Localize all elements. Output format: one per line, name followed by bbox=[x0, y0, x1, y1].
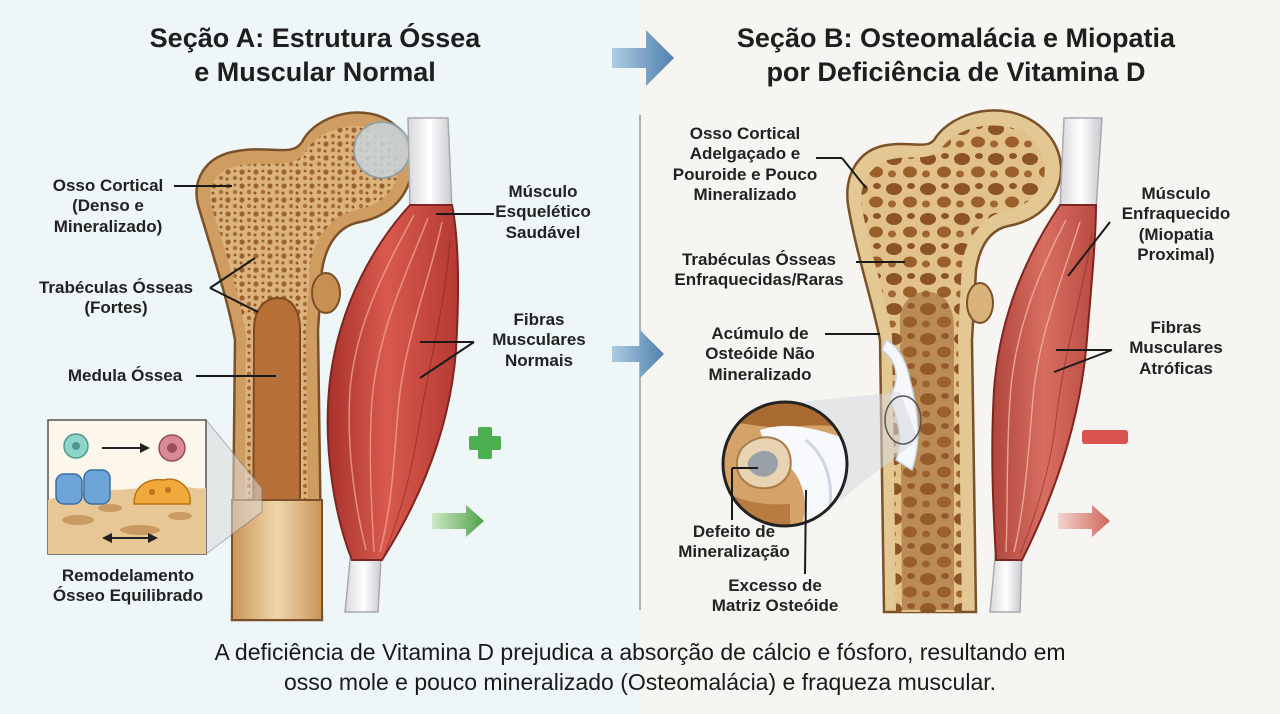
leader-lines bbox=[174, 157, 1113, 575]
transition-arrow-top-icon bbox=[612, 30, 674, 86]
osteomalacic-femur bbox=[846, 109, 1063, 614]
label-balanced-remodeling: Remodelamento Ósseo Equilibrado bbox=[52, 566, 204, 606]
label-osteoid-matrix-excess: Excesso de Matriz Osteóide bbox=[711, 576, 839, 616]
transition-arrow-mid-icon bbox=[612, 330, 664, 378]
label-healthy-muscle: Músculo Esquelético Saudável bbox=[495, 182, 591, 242]
osteoblast-cell-icon bbox=[55, 473, 83, 505]
osteoclast-icon bbox=[133, 478, 191, 505]
label-trabeculae-normal: Trabéculas Ósseas (Fortes) bbox=[38, 278, 194, 318]
label-mineralization-defect: Defeito de Mineralização bbox=[678, 522, 790, 562]
label-weakened-muscle: Músculo Enfraquecido (Miopatia Proximal) bbox=[1121, 184, 1231, 265]
weakened-muscle bbox=[989, 117, 1103, 613]
diagram-caption: A deficiência de Vitamina D prejudica a … bbox=[214, 639, 1066, 695]
section-a-title: Seção A: Estrutura Óssea e Muscular Norm… bbox=[149, 23, 481, 87]
plus-icon bbox=[469, 427, 501, 459]
red-arrow-icon bbox=[1058, 505, 1110, 537]
section-b-title: Seção B: Osteomalácia e Miopatia por Def… bbox=[736, 23, 1176, 87]
label-bone-marrow: Medula Óssea bbox=[67, 366, 183, 385]
label-atrophic-fibers: Fibras Musculares Atróficas bbox=[1129, 318, 1223, 378]
minus-icon bbox=[1082, 430, 1128, 444]
remodeling-inset bbox=[47, 418, 263, 555]
label-cortical-bone-thinned: Osso Cortical Adelgaçado e Pouroide e Po… bbox=[672, 124, 818, 205]
label-trabeculae-weakened: Trabéculas Ósseas Enfraquecidas/Raras bbox=[674, 250, 844, 290]
label-normal-fibers: Fibras Musculares Normais bbox=[492, 310, 586, 370]
healthy-muscle bbox=[326, 117, 460, 613]
label-cortical-bone-normal: Osso Cortical (Denso e Mineralizado) bbox=[52, 176, 164, 236]
label-osteoid-accumulation: Acúmulo de Osteóide Não Mineralizado bbox=[705, 324, 815, 384]
green-arrow-icon bbox=[432, 505, 484, 537]
